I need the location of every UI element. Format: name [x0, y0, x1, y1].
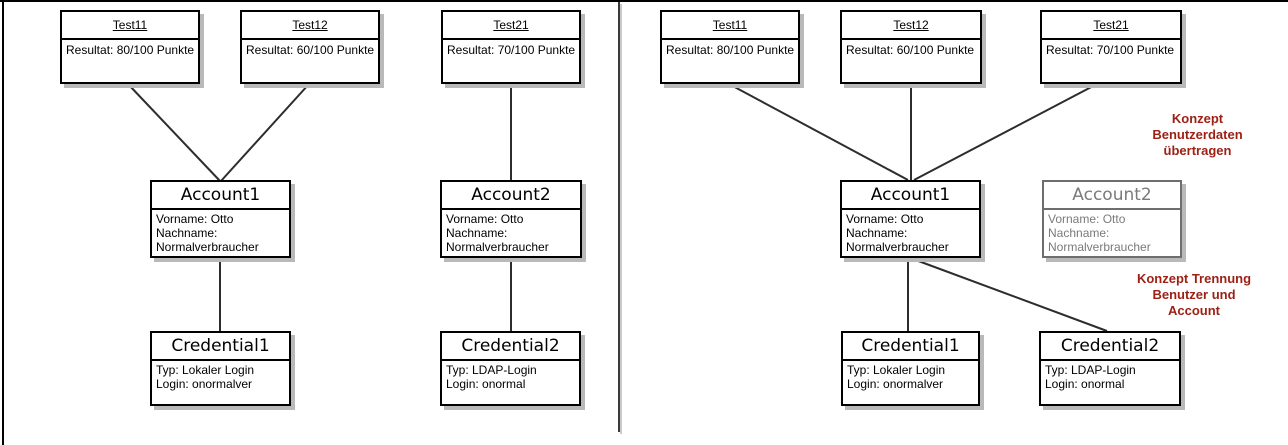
- panel-divider: [618, 2, 620, 432]
- node-body: Vorname: Otto Nachname: Normalverbrauche…: [152, 210, 289, 256]
- node-account1-left[interactable]: Account1 Vorname: Otto Nachname: Normalv…: [150, 180, 291, 258]
- node-test12-left[interactable]: Test12 Resultat: 60/100 Punkte: [240, 10, 380, 84]
- node-attribute: Vorname: Otto: [156, 212, 234, 226]
- node-attribute: Login: onormalver: [847, 377, 944, 391]
- node-title: Account1: [152, 182, 289, 210]
- node-test21-right[interactable]: Test21 Resultat: 70/100 Punkte: [1040, 10, 1182, 84]
- node-body: Vorname: Otto Nachname: Normalverbrauche…: [442, 210, 580, 256]
- node-title: Credential1: [152, 333, 289, 361]
- edge-test21-account1-right: [913, 83, 1098, 181]
- node-body: Vorname: Otto Nachname: Normalverbrauche…: [842, 210, 979, 256]
- node-title: Test11: [62, 12, 198, 40]
- node-attribute: Vorname: Otto: [1048, 212, 1126, 226]
- node-attribute: Normalverbraucher: [846, 240, 949, 254]
- annotation-line: Konzept: [1171, 111, 1224, 126]
- node-attribute: Resultat: 80/100 Punkte: [66, 43, 195, 57]
- node-attribute: Nachname:: [446, 226, 508, 240]
- node-attribute: Typ: Lokaler Login: [847, 363, 946, 377]
- window-border-top: [0, 0, 1288, 2]
- edge-test11-account1-right: [728, 83, 909, 181]
- node-attribute: Normalverbraucher: [446, 240, 549, 254]
- node-body: Typ: LDAP-Login Login: onormal: [1041, 361, 1179, 393]
- node-title: Test21: [1042, 12, 1180, 40]
- node-attribute: Login: onormal: [1045, 377, 1125, 391]
- node-attribute: Resultat: 70/100 Punkte: [447, 43, 576, 57]
- window-border-left: [2, 0, 4, 445]
- node-title: Credential2: [1041, 333, 1179, 361]
- node-title: Account2: [442, 182, 580, 210]
- node-attribute: Normalverbraucher: [1048, 240, 1151, 254]
- node-attribute: Resultat: 80/100 Punkte: [666, 43, 795, 57]
- node-title: Account2: [1044, 182, 1180, 210]
- annotation-line: Benutzerdaten: [1152, 127, 1243, 142]
- edge-account1-credential2-right: [912, 258, 1108, 332]
- node-body: Resultat: 80/100 Punkte: [662, 40, 798, 60]
- node-body: Resultat: 70/100 Punkte: [1042, 40, 1180, 60]
- node-attribute: Login: onormal: [446, 377, 526, 391]
- node-credential1-left[interactable]: Credential1 Typ: Lokaler Login Login: on…: [150, 331, 291, 406]
- node-attribute: Typ: LDAP-Login: [446, 363, 537, 377]
- node-title: Credential1: [843, 333, 978, 361]
- node-account2-right-disabled[interactable]: Account2 Vorname: Otto Nachname: Normalv…: [1042, 180, 1182, 258]
- node-credential2-left[interactable]: Credential2 Typ: LDAP-Login Login: onorm…: [440, 331, 581, 406]
- node-body: Resultat: 60/100 Punkte: [242, 40, 378, 60]
- node-test12-right[interactable]: Test12 Resultat: 60/100 Punkte: [840, 10, 982, 84]
- node-body: Resultat: 60/100 Punkte: [842, 40, 980, 60]
- node-attribute: Nachname:: [846, 226, 908, 240]
- node-attribute: Normalverbraucher: [156, 240, 259, 254]
- node-title: Test21: [443, 12, 579, 40]
- annotation-line: Benutzer und: [1152, 287, 1236, 302]
- node-account1-right[interactable]: Account1 Vorname: Otto Nachname: Normalv…: [840, 180, 981, 258]
- annotation-line: Konzept Trennung: [1136, 271, 1252, 286]
- node-attribute: Typ: Lokaler Login: [156, 363, 255, 377]
- node-title: Test12: [242, 12, 378, 40]
- node-attribute: Nachname:: [156, 226, 218, 240]
- node-body: Vorname: Otto Nachname: Normalverbrauche…: [1044, 210, 1180, 256]
- node-body: Resultat: 80/100 Punkte: [62, 40, 198, 60]
- node-body: Typ: Lokaler Login Login: onormalver: [152, 361, 289, 393]
- node-account2-left[interactable]: Account2 Vorname: Otto Nachname: Normalv…: [440, 180, 582, 258]
- node-test11-right[interactable]: Test11 Resultat: 80/100 Punkte: [660, 10, 800, 84]
- node-body: Typ: Lokaler Login Login: onormalver: [843, 361, 978, 393]
- node-attribute: Nachname:: [1048, 226, 1110, 240]
- node-attribute: Vorname: Otto: [446, 212, 524, 226]
- node-title: Account1: [842, 182, 979, 210]
- node-body: Resultat: 70/100 Punkte: [443, 40, 579, 60]
- node-attribute: Vorname: Otto: [846, 212, 924, 226]
- node-title: Test12: [842, 12, 980, 40]
- node-credential1-right[interactable]: Credential1 Typ: Lokaler Login Login: on…: [841, 331, 980, 406]
- node-title: Test11: [662, 12, 798, 40]
- node-test11-left[interactable]: Test11 Resultat: 80/100 Punkte: [60, 10, 200, 84]
- node-attribute: Resultat: 60/100 Punkte: [246, 43, 375, 57]
- node-attribute: Typ: LDAP-Login: [1045, 363, 1136, 377]
- node-title: Credential2: [442, 333, 579, 361]
- edge-test11-account1-left: [127, 83, 221, 182]
- node-attribute: Resultat: 60/100 Punkte: [846, 43, 975, 57]
- node-attribute: Login: onormalver: [156, 377, 253, 391]
- node-credential2-right[interactable]: Credential2 Typ: LDAP-Login Login: onorm…: [1039, 331, 1181, 406]
- edge-test12-account1-left: [220, 83, 310, 182]
- node-attribute: Resultat: 70/100 Punkte: [1046, 43, 1175, 57]
- annotation-konzept-benutzerdaten: Konzept Benutzerdaten übertragen: [1125, 111, 1270, 159]
- annotation-konzept-trennung: Konzept Trennung Benutzer und Account: [1118, 271, 1270, 319]
- annotation-line: Account: [1168, 303, 1220, 318]
- node-test21-left[interactable]: Test21 Resultat: 70/100 Punkte: [441, 10, 581, 84]
- annotation-line: übertragen: [1163, 143, 1232, 158]
- node-body: Typ: LDAP-Login Login: onormal: [442, 361, 579, 393]
